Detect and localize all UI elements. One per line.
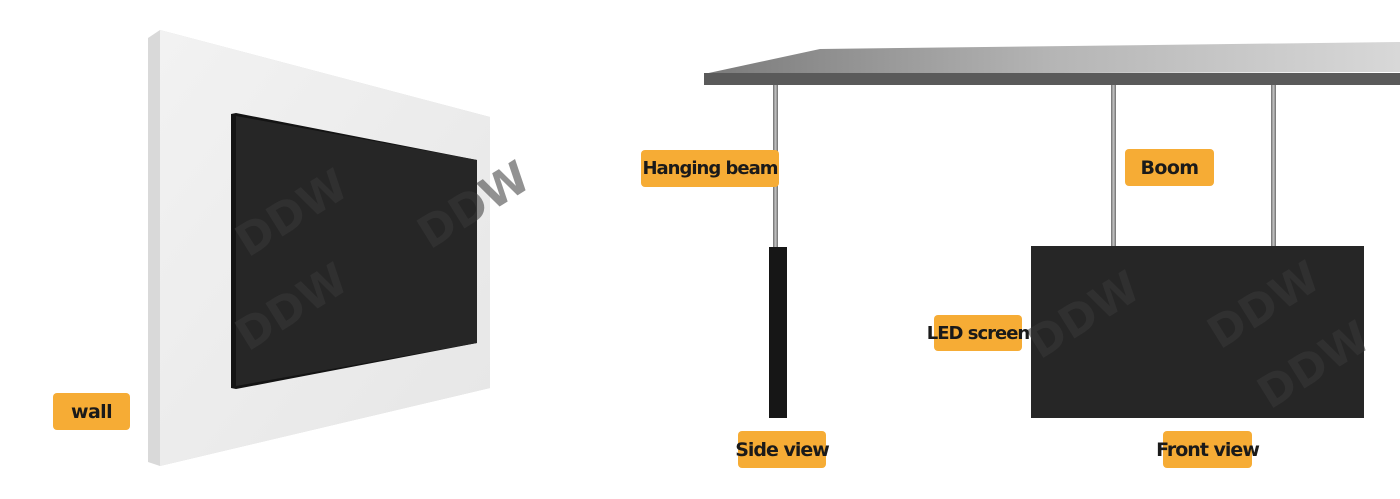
- side-view-assembly: [769, 85, 787, 418]
- boom-right: [1271, 85, 1276, 246]
- ceiling-slab: [704, 42, 1400, 85]
- hanging-beam-label: Hanging beam: [641, 150, 779, 187]
- front-view-label: Front view: [1156, 431, 1260, 468]
- led-screen-label: LED screen: [927, 315, 1030, 351]
- side-view-label: Side view: [735, 431, 830, 468]
- front-view-assembly: [1031, 85, 1364, 418]
- boom-left: [1111, 85, 1116, 246]
- wall-label: wall: [53, 393, 130, 430]
- side-view-screen: [769, 247, 787, 418]
- wall-mounted-screen: [231, 113, 477, 389]
- front-view-screen: [1031, 246, 1364, 418]
- boom-label: Boom: [1125, 149, 1214, 186]
